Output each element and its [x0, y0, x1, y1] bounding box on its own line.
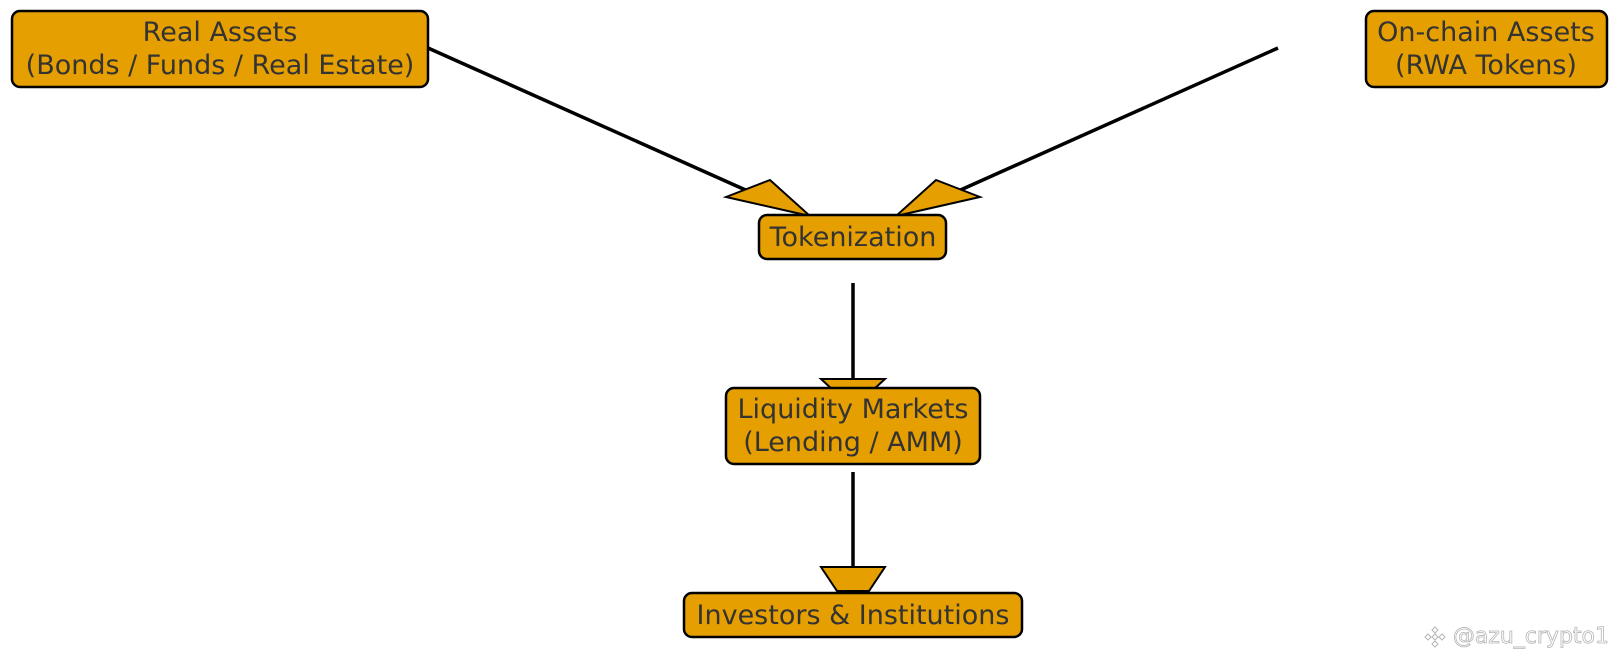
node-onchain-assets: On-chain Assets (RWA Tokens): [1364, 9, 1609, 89]
arrow-head-icon: [892, 178, 984, 218]
node-liquidity-markets-title: Liquidity Markets: [738, 394, 969, 425]
edge-liquidity-to-investors: [819, 472, 887, 592]
node-investors-institutions-title: Investors & Institutions: [697, 600, 1010, 631]
node-real-assets-title: Real Assets: [143, 17, 298, 48]
node-investors-institutions: Investors & Institutions: [682, 591, 1024, 639]
node-real-assets-subtitle: (Bonds / Funds / Real Estate): [26, 50, 415, 81]
arrow-head-icon: [819, 566, 887, 592]
node-real-assets: Real Assets (Bonds / Funds / Real Estate…: [10, 9, 430, 89]
arrow-head-icon: [722, 178, 814, 218]
node-liquidity-markets-subtitle: (Lending / AMM): [743, 427, 963, 458]
edge-real-assets-to-tokenization: [427, 46, 814, 218]
node-tokenization: Tokenization: [757, 213, 948, 261]
node-tokenization-title: Tokenization: [769, 222, 937, 253]
node-onchain-assets-title: On-chain Assets: [1377, 17, 1595, 48]
edge-tokenization-to-liquidity: [818, 283, 888, 391]
node-onchain-assets-subtitle: (RWA Tokens): [1395, 50, 1577, 81]
edge-onchain-assets-to-tokenization: [892, 46, 1279, 218]
node-liquidity-markets: Liquidity Markets (Lending / AMM): [724, 386, 982, 466]
